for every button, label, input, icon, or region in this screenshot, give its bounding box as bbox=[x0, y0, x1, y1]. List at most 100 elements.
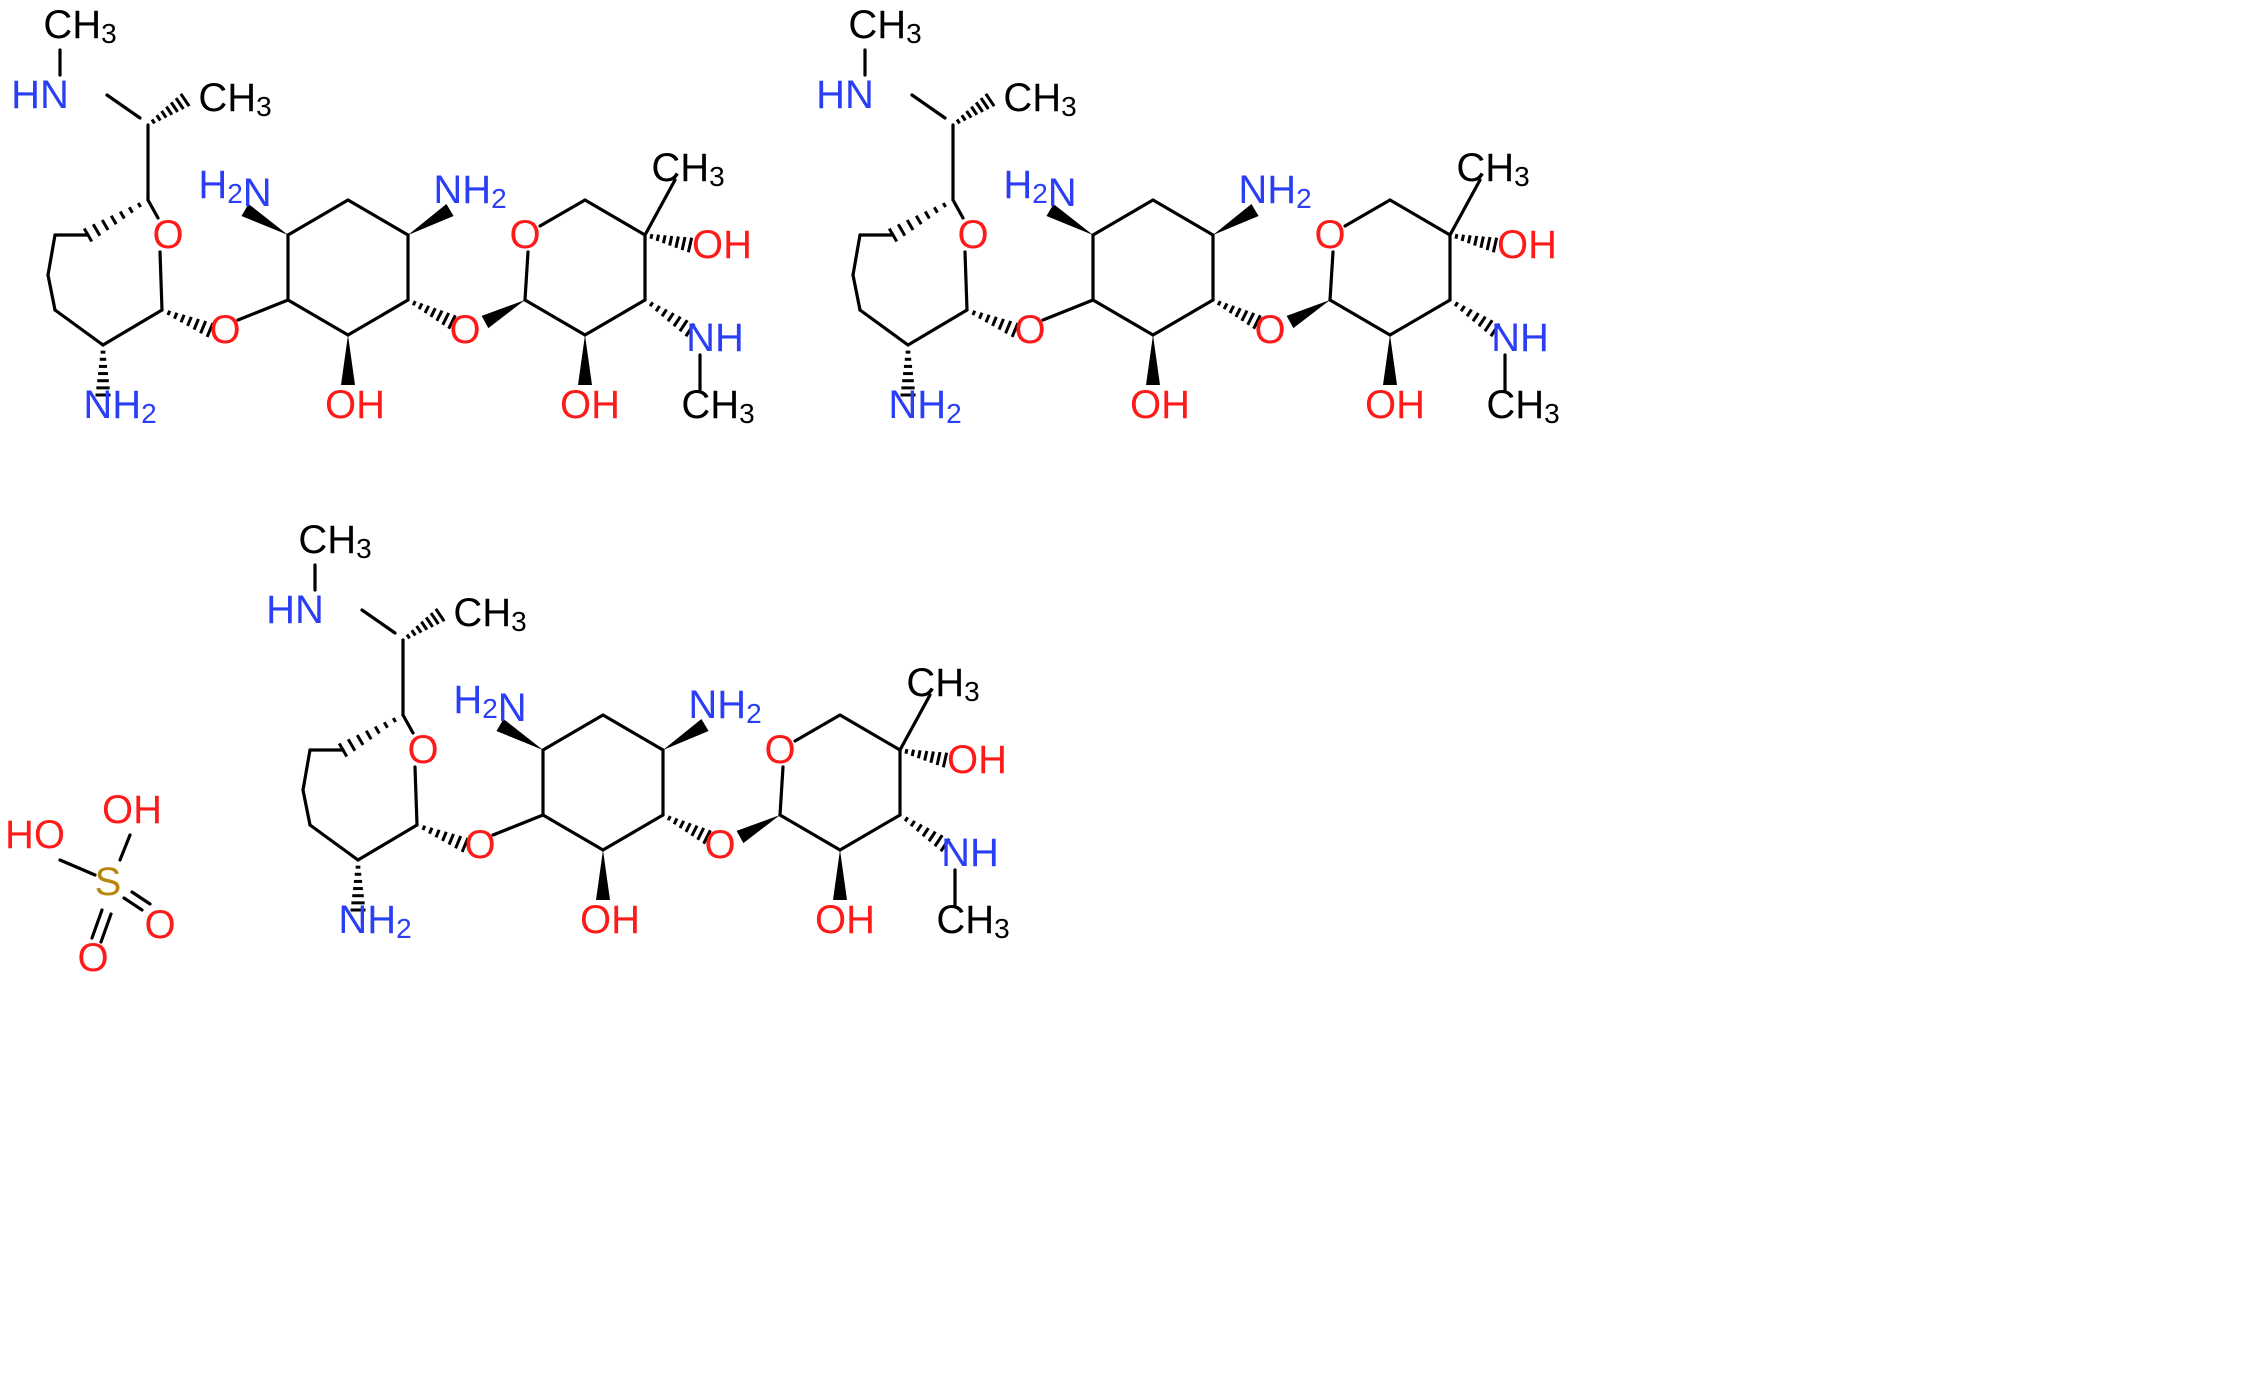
hash-stroke bbox=[929, 751, 935, 764]
wedge-oh-b bbox=[833, 850, 847, 900]
hash-stroke bbox=[1477, 315, 1487, 328]
hash-o-link2 bbox=[1216, 300, 1262, 330]
hash-stroke bbox=[965, 110, 973, 119]
hash-stroke bbox=[674, 236, 680, 249]
hydroxyl-label: OH bbox=[325, 383, 385, 427]
ch3-label: CH3 bbox=[43, 3, 116, 49]
hash-stroke bbox=[1460, 234, 1466, 242]
bond bbox=[90, 908, 104, 940]
bond bbox=[301, 788, 312, 827]
hash-stroke bbox=[649, 233, 654, 240]
bond bbox=[1091, 198, 1155, 237]
hash-stroke bbox=[678, 820, 686, 829]
hash-stroke bbox=[160, 110, 168, 119]
hash-stroke bbox=[939, 837, 951, 853]
bond bbox=[583, 198, 647, 237]
hash-stroke bbox=[923, 210, 931, 220]
oxygen-label: O bbox=[77, 936, 108, 980]
hash-stroke bbox=[155, 114, 162, 122]
bond bbox=[1328, 298, 1392, 337]
hash-stroke bbox=[423, 305, 431, 314]
hydroxyl-label: OH bbox=[1130, 383, 1190, 427]
hash-stroke bbox=[905, 219, 915, 231]
ch3-label: CH3 bbox=[298, 518, 371, 564]
hash-stroke bbox=[914, 214, 923, 226]
bond bbox=[851, 233, 862, 277]
hash-stroke bbox=[373, 725, 381, 735]
hash-stroke bbox=[460, 837, 470, 853]
hash-stroke bbox=[441, 312, 451, 326]
hash-nh2 bbox=[95, 350, 111, 397]
bond bbox=[413, 765, 419, 827]
ch3-label: CH3 bbox=[848, 3, 921, 49]
bond bbox=[1328, 250, 1335, 302]
hash-stroke bbox=[424, 616, 434, 628]
hash-stroke bbox=[960, 114, 967, 122]
wedge-o-link bbox=[736, 815, 780, 844]
hash-stroke bbox=[415, 625, 423, 634]
oxygen-label: O bbox=[1254, 308, 1285, 352]
hash-stroke bbox=[909, 820, 916, 828]
hash-stroke bbox=[1483, 319, 1494, 333]
hash-stroke bbox=[1004, 320, 1013, 334]
bond bbox=[130, 890, 152, 906]
hash-stroke bbox=[655, 234, 661, 242]
bond bbox=[523, 298, 587, 337]
hash-stroke bbox=[971, 310, 977, 316]
bond bbox=[838, 813, 902, 852]
hash-stroke bbox=[417, 302, 424, 310]
hash-stroke bbox=[1479, 236, 1485, 249]
hash-stroke bbox=[127, 206, 134, 214]
hash-stroke bbox=[666, 815, 672, 821]
hash-stroke bbox=[974, 101, 984, 113]
hash-nh2 bbox=[900, 350, 916, 397]
hash-stroke bbox=[970, 105, 979, 116]
bond bbox=[851, 273, 862, 312]
bond bbox=[541, 813, 605, 852]
hash-stroke bbox=[186, 316, 193, 327]
hash-ring1 bbox=[82, 202, 142, 243]
hash-oh bbox=[904, 748, 949, 768]
wedge-oh bbox=[596, 850, 610, 900]
bond bbox=[1091, 298, 1155, 337]
hash-nh2 bbox=[350, 865, 366, 912]
ch3-label: CH3 bbox=[936, 898, 1009, 944]
bond bbox=[286, 298, 350, 337]
bond bbox=[1151, 298, 1215, 337]
bond bbox=[1343, 198, 1392, 228]
wedge-o-link bbox=[481, 300, 525, 329]
bond-nh-c bbox=[910, 93, 947, 120]
bond bbox=[286, 198, 350, 237]
ch3-label: CH3 bbox=[453, 591, 526, 637]
bond bbox=[898, 693, 932, 752]
hash-o-link1 bbox=[971, 310, 1020, 338]
bond bbox=[122, 896, 144, 912]
hash-o-link2 bbox=[666, 815, 712, 845]
hydroxyl-label: OH bbox=[947, 738, 1007, 782]
hash-stroke bbox=[684, 822, 692, 833]
hash-stroke bbox=[684, 322, 696, 338]
hash-stroke bbox=[136, 202, 142, 208]
hash-stroke bbox=[668, 235, 674, 246]
hash-stroke bbox=[984, 314, 991, 323]
bond bbox=[46, 233, 57, 277]
bond bbox=[158, 250, 164, 312]
nh2-label: NH2 bbox=[888, 383, 961, 429]
bond bbox=[1388, 298, 1452, 337]
hash-stroke bbox=[672, 315, 682, 328]
wedge-oh-b bbox=[1383, 335, 1397, 385]
oxygen-label: O bbox=[764, 728, 795, 772]
hash-stroke bbox=[91, 223, 102, 237]
hydroxyl-label: HO bbox=[5, 813, 65, 857]
nh2-label: NH2 bbox=[433, 168, 506, 214]
hash-stroke bbox=[1491, 237, 1499, 253]
hash-stroke bbox=[429, 612, 440, 625]
bond bbox=[346, 298, 410, 337]
oxygen-label: O bbox=[509, 213, 540, 257]
hash-stroke bbox=[1489, 322, 1501, 338]
hash-stroke bbox=[150, 118, 156, 125]
hash-stroke bbox=[678, 319, 689, 333]
